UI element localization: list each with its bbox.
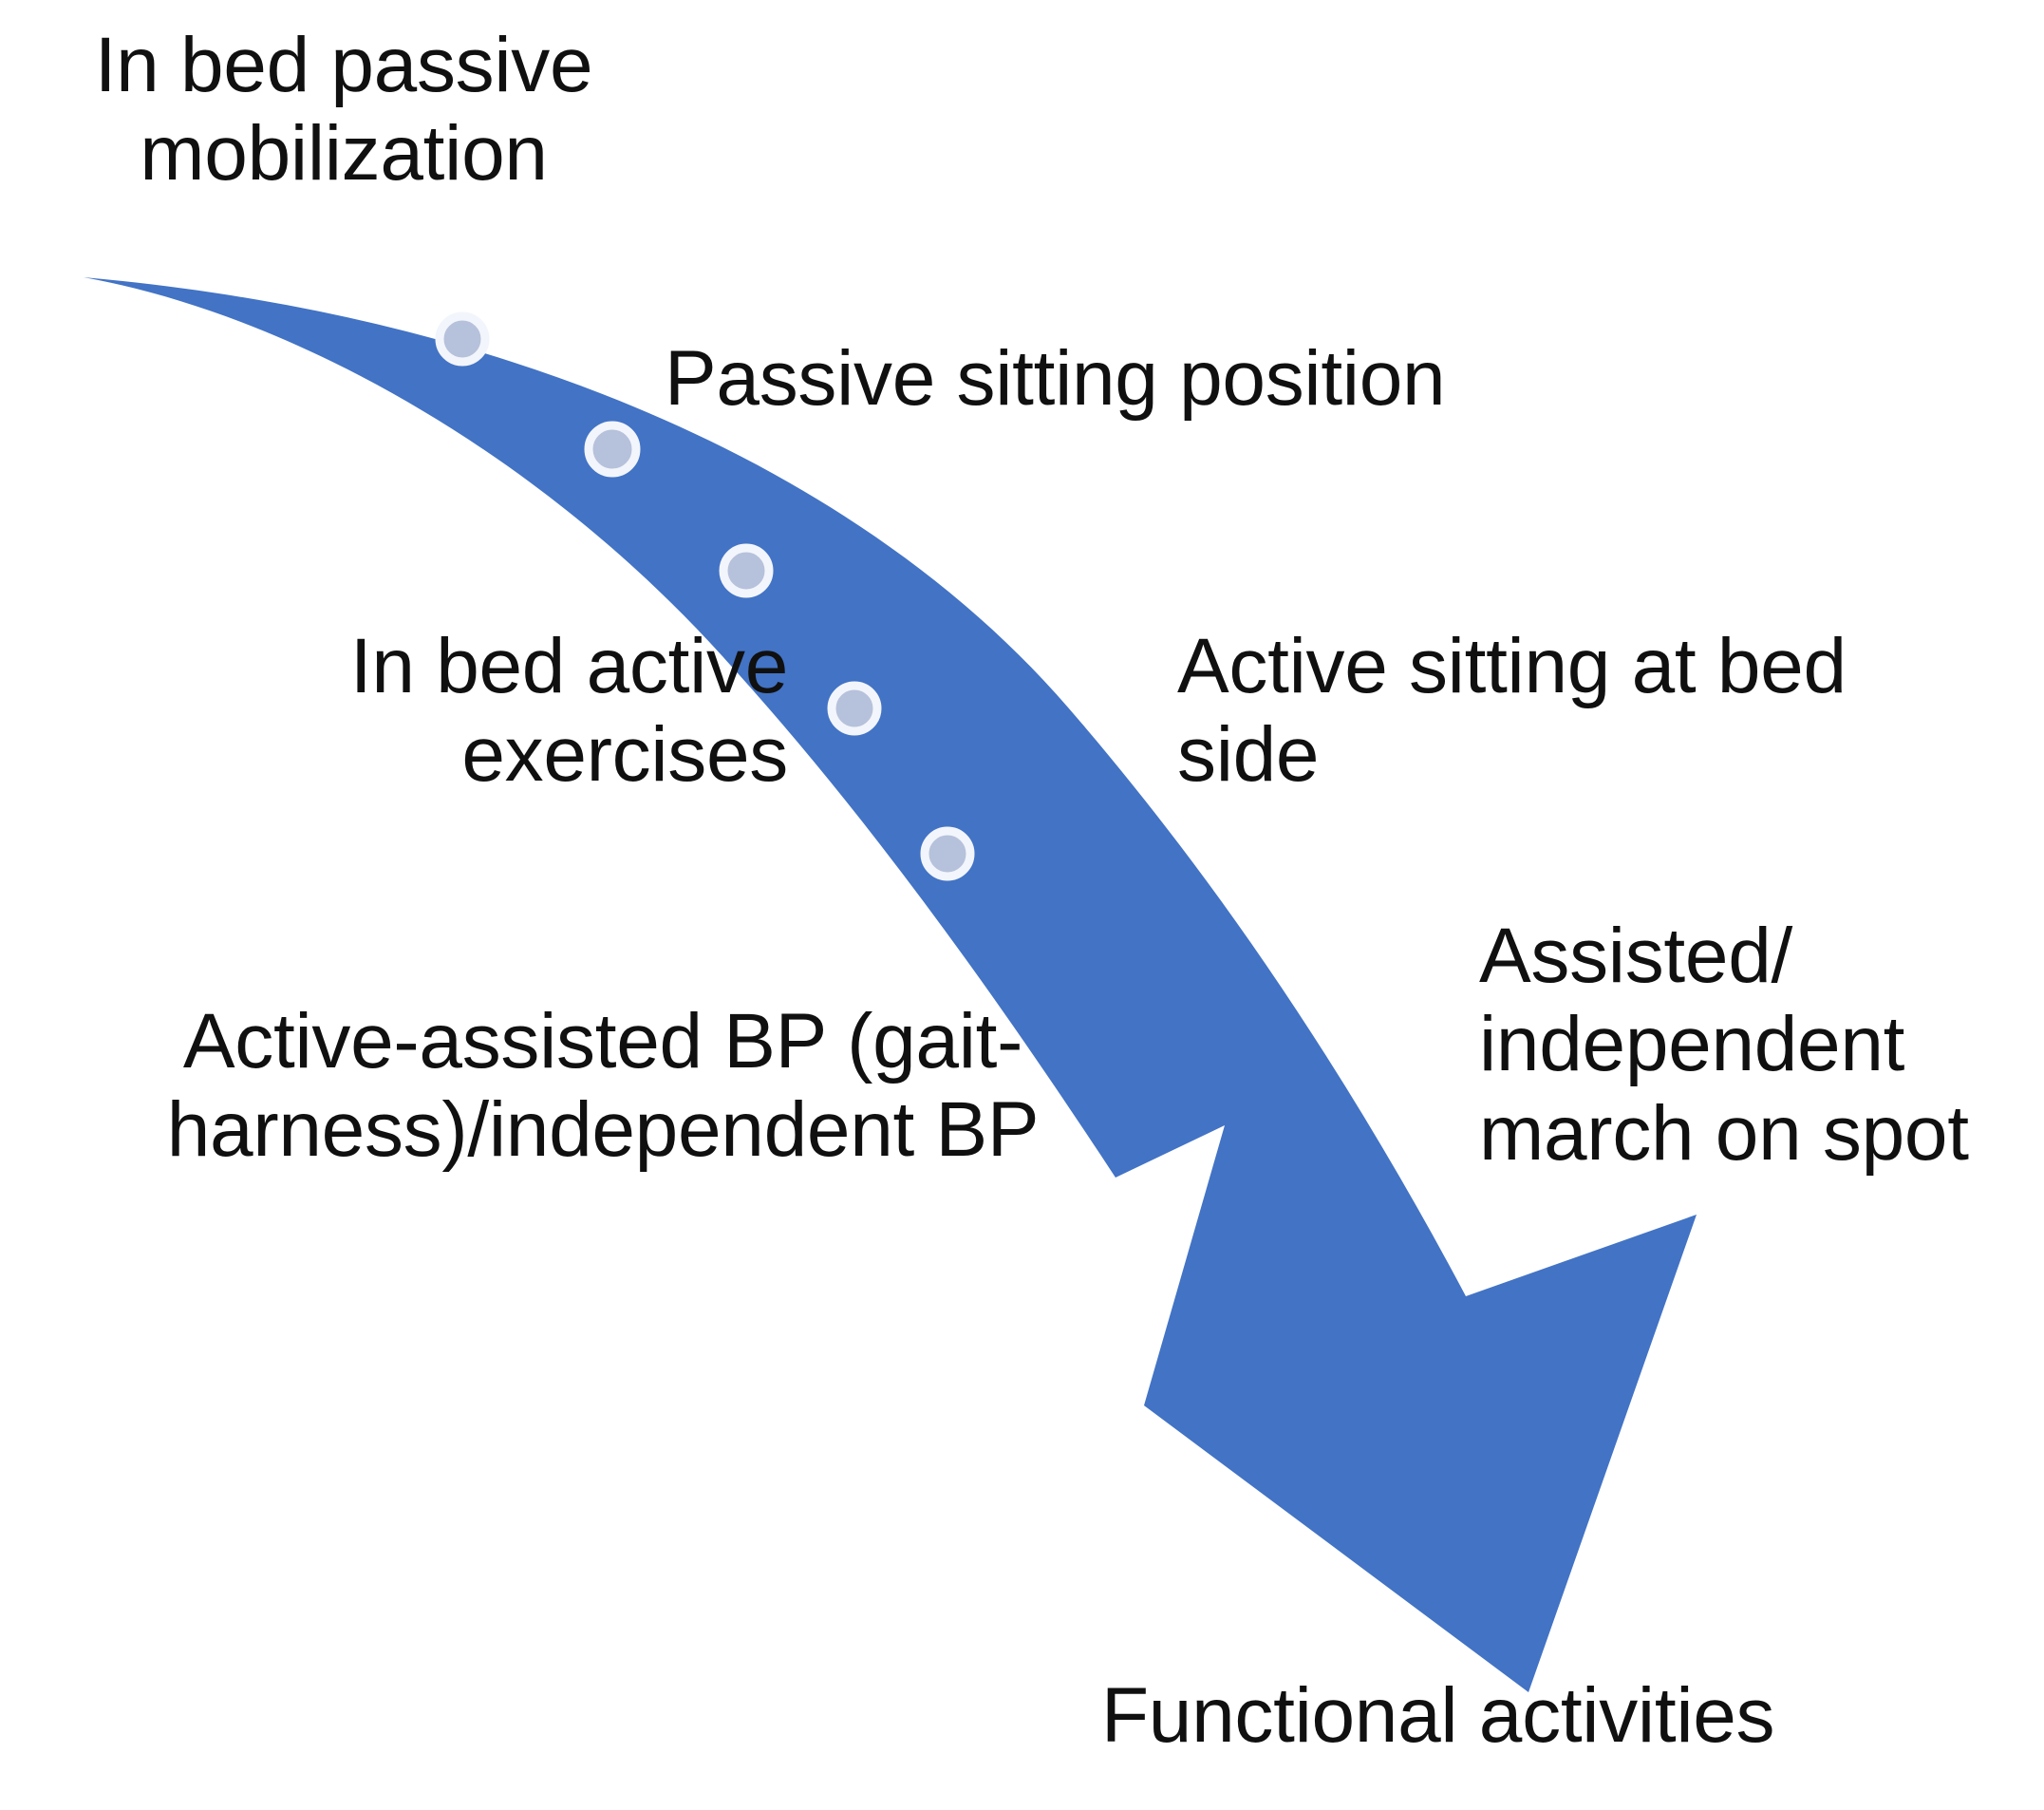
label-functional-activities: Functional activities (1101, 1672, 1775, 1759)
milestone-markers (435, 311, 975, 881)
milestone-marker-2 (584, 421, 641, 478)
milestone-marker-3 (719, 543, 774, 598)
label-in-bed-passive-mobilization: In bed passive mobilization (94, 22, 593, 198)
milestone-marker-4 (827, 681, 882, 736)
label-passive-sitting-position: Passive sitting position (665, 335, 1446, 422)
milestone-marker-1 (435, 311, 490, 367)
milestone-marker-5 (920, 826, 975, 881)
label-assisted-independent-march-on-spot: Assisted/ independent march on spot (1479, 913, 1969, 1177)
label-active-sitting-at-bed-side: Active sitting at bed side (1177, 623, 1847, 799)
label-in-bed-active-exercises: In bed active exercises (349, 623, 788, 799)
label-active-assisted-bp: Active-assisted BP (gait- harness)/indep… (166, 998, 1040, 1174)
curved-arrow-shape (84, 277, 1697, 1692)
